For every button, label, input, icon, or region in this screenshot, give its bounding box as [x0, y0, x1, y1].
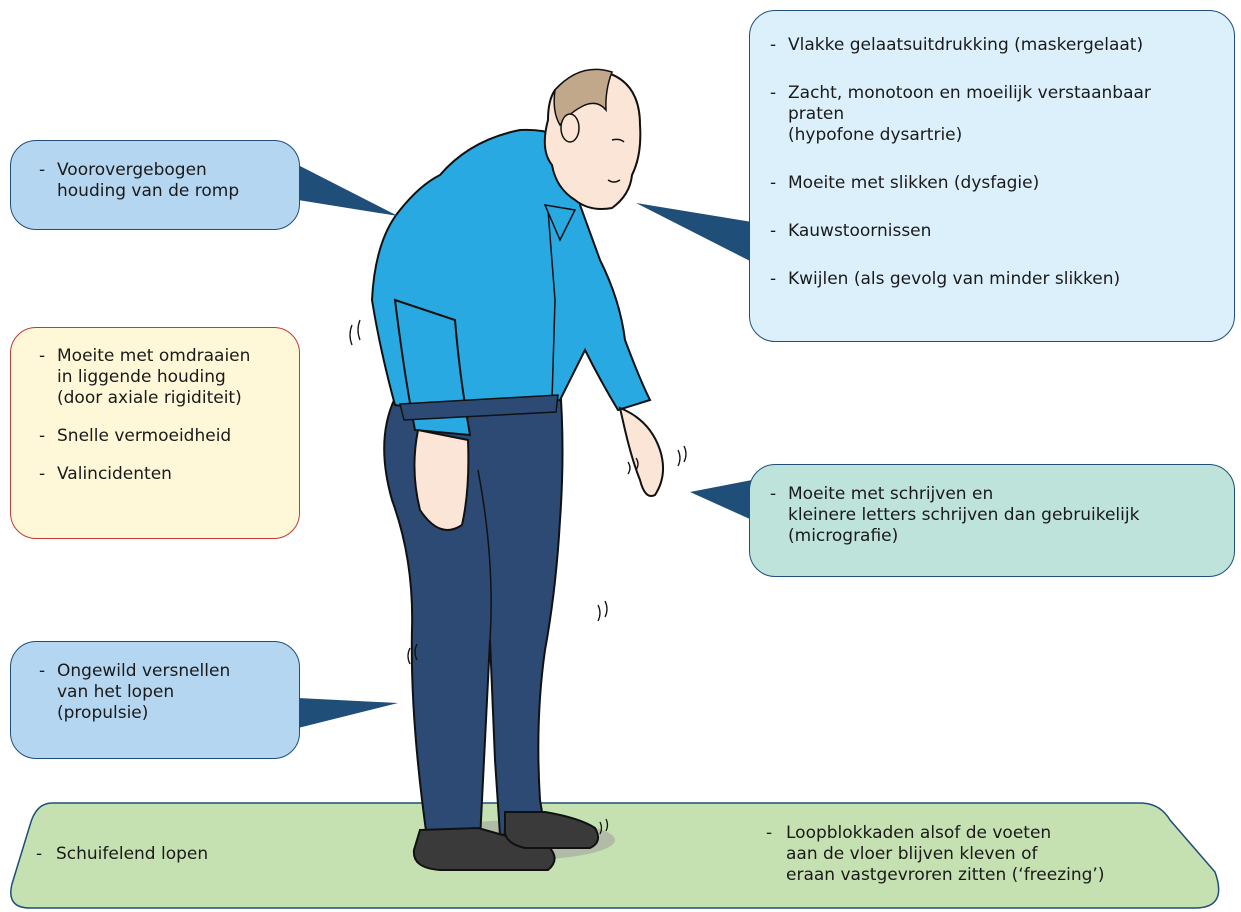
callout-general: Moeite met omdraaien in liggende houding… [10, 327, 300, 539]
callout-general-item: Valincidenten [37, 464, 289, 485]
callout-face-item: Zacht, monotoon en moeilijk verstaanbaar… [768, 83, 1220, 146]
right-hand [618, 406, 665, 497]
pointer-writing [690, 480, 752, 520]
right-shoe [503, 811, 600, 849]
callout-writing: Moeite met schrijven en kleinere letters… [749, 464, 1235, 577]
callout-face-item: Kwijlen (als gevolg van minder slikken) [768, 269, 1220, 290]
callout-face: Vlakke gelaatsuitdrukking (maskergelaat)… [749, 10, 1235, 342]
callout-posture: Voorovergebogen houding van de romp [10, 140, 300, 230]
callout-general-item: Moeite met omdraaien in liggende houding… [37, 346, 289, 409]
pants [383, 383, 564, 847]
callout-general-item: Snelle vermoeidheid [37, 426, 289, 447]
callout-writing-item: Moeite met schrijven en kleinere letters… [768, 484, 1224, 547]
hair [553, 68, 613, 127]
pointer-posture [298, 165, 398, 216]
callout-face-item: Moeite met slikken (dysfagie) [768, 173, 1220, 194]
pointer-face [636, 203, 752, 262]
callout-propulsion: Ongewild versnellen van het lopen (propu… [10, 641, 300, 759]
callout-posture-item: Voorovergebogen houding van de romp [37, 160, 285, 202]
callout-face-item: Vlakke gelaatsuitdrukking (maskergelaat) [768, 35, 1220, 56]
callout-propulsion-item: Ongewild versnellen van het lopen (propu… [37, 661, 289, 724]
pointer-propulsion [298, 698, 398, 728]
left-hand [413, 428, 470, 531]
floor-left-text: - Schuifelend lopen [36, 844, 209, 864]
floor-right-text: - Loopblokkaden alsof de voeten aan de v… [766, 823, 1105, 885]
callout-face-item: Kauwstoornissen [768, 221, 1220, 242]
